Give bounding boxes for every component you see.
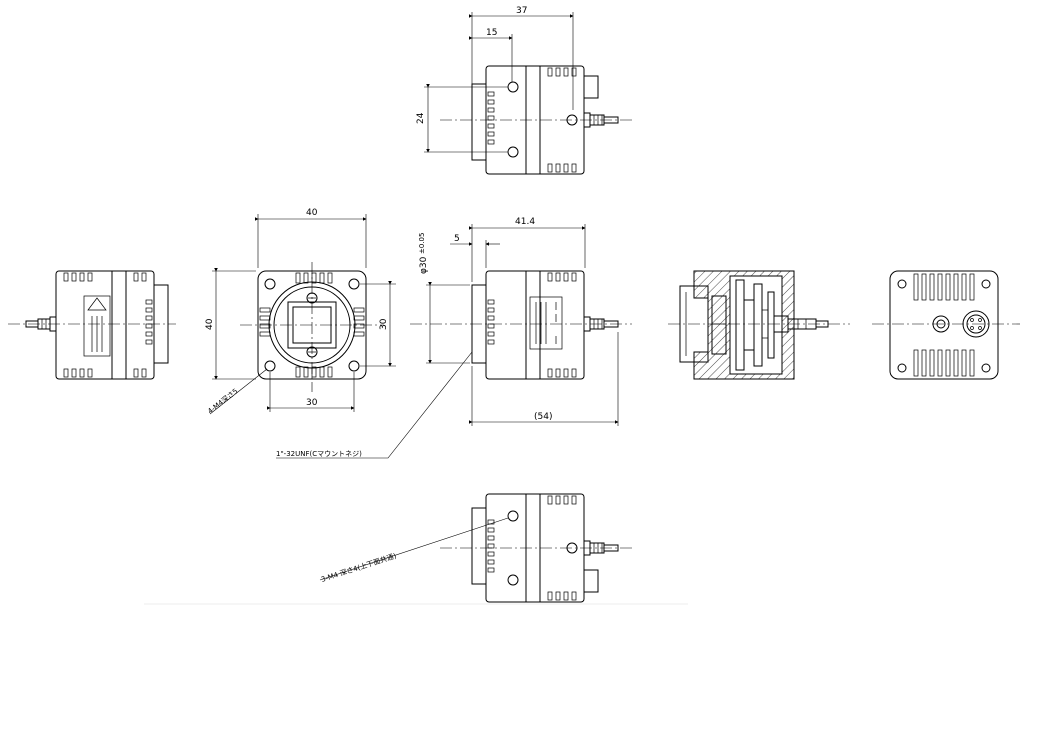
side-view: 41.4 5 φ30 ±0.05 (54) 1"-32UNF(Cマウントネジ) xyxy=(276,217,632,459)
dim-side-diameter-tol: ±0.05 xyxy=(418,233,426,254)
section-view xyxy=(668,270,850,380)
bottom-view: 3-M4 深さ4(上下面共通) xyxy=(320,493,632,603)
dim-side-flange: 5 xyxy=(454,234,460,244)
left-side-view xyxy=(8,270,176,380)
note-mount-holes-front: 4-M4深さ5 xyxy=(206,386,240,415)
bottom-lens-mount xyxy=(471,507,487,585)
front-view: 40 40 30 30 4-M4深さ5 xyxy=(205,208,396,416)
top-fins-right xyxy=(547,67,577,173)
front-hole-tl xyxy=(264,278,276,290)
dim-front-height: 40 xyxy=(205,318,215,330)
top-lens-mount xyxy=(471,83,487,161)
dim-front-inner-width: 30 xyxy=(306,398,318,408)
bottom-hole-1 xyxy=(507,510,519,522)
top-connector-box xyxy=(583,75,599,99)
front-hole-br xyxy=(348,360,360,372)
left-fins xyxy=(63,272,153,378)
top-view: 37 15 24 xyxy=(416,6,632,175)
bottom-connector-box xyxy=(583,569,599,593)
rear-hole-tr xyxy=(981,279,991,289)
left-body xyxy=(55,270,155,380)
rear-fins xyxy=(913,273,975,377)
side-body xyxy=(485,270,585,380)
side-label-plate xyxy=(529,296,563,350)
bottom-fins xyxy=(487,495,577,601)
dim-top-height: 24 xyxy=(416,112,426,124)
dim-side-depth: 41.4 xyxy=(515,217,535,227)
front-hole-tr xyxy=(348,278,360,290)
rear-view xyxy=(872,270,1020,380)
note-c-mount-thread: 1"-32UNF(Cマウントネジ) xyxy=(276,450,362,458)
bottom-hole-2 xyxy=(507,574,519,586)
rear-hole-br xyxy=(981,363,991,373)
dim-top-length: 37 xyxy=(516,6,527,16)
note-mount-holes-bottom: 3-M4 深さ4(上下面共通) xyxy=(320,551,398,584)
dim-top-offset: 15 xyxy=(486,28,497,38)
dim-front-width: 40 xyxy=(306,208,318,218)
dim-side-overall: (54) xyxy=(534,412,552,422)
rear-body xyxy=(889,270,999,380)
rear-hole-tl xyxy=(897,279,907,289)
left-label-plate xyxy=(83,295,111,357)
dim-side-diameter: φ30 xyxy=(419,256,429,274)
rear-hole-bl xyxy=(897,363,907,373)
front-hole-bl xyxy=(264,360,276,372)
dim-front-inner-height: 30 xyxy=(379,318,389,330)
